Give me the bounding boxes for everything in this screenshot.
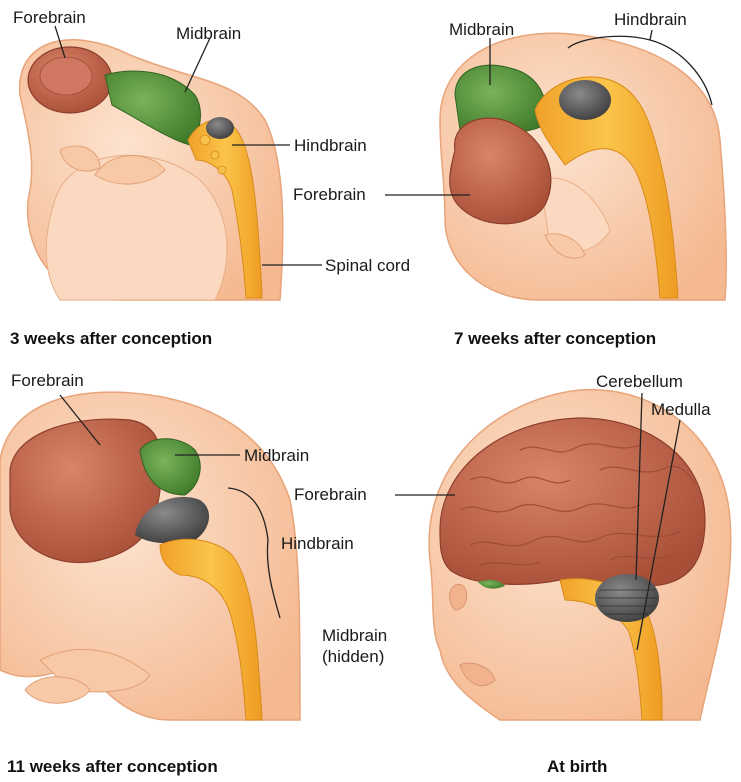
caption-7-weeks: 7 weeks after conception xyxy=(454,329,656,349)
embryo-3-weeks xyxy=(20,40,283,300)
label-medulla-birth: Medulla xyxy=(651,400,711,420)
label-forebrain-birth: Forebrain xyxy=(294,485,367,505)
label-hindbrain-7w: Hindbrain xyxy=(614,10,687,30)
label-midbrain-3w: Midbrain xyxy=(176,24,241,44)
label-midbrain-7w: Midbrain xyxy=(449,20,514,40)
newborn-head xyxy=(429,390,731,720)
label-spinal-cord-3w: Spinal cord xyxy=(325,256,410,276)
label-hindbrain-11w: Hindbrain xyxy=(281,534,354,554)
label-midbrain-hidden-birth: Midbrain (hidden) xyxy=(322,625,402,667)
label-forebrain-11w: Forebrain xyxy=(11,371,84,391)
caption-11-weeks: 11 weeks after conception xyxy=(7,757,218,777)
label-forebrain-3w: Forebrain xyxy=(13,8,86,28)
label-midbrain-11w: Midbrain xyxy=(244,446,309,466)
fetus-11-weeks xyxy=(0,392,300,720)
label-forebrain-7w: Forebrain xyxy=(293,185,366,205)
caption-at-birth: At birth xyxy=(547,757,607,777)
caption-3-weeks: 3 weeks after conception xyxy=(10,329,212,349)
label-cerebellum-birth: Cerebellum xyxy=(596,372,683,392)
embryo-7-weeks xyxy=(440,33,726,300)
label-hindbrain-3w: Hindbrain xyxy=(294,136,367,156)
